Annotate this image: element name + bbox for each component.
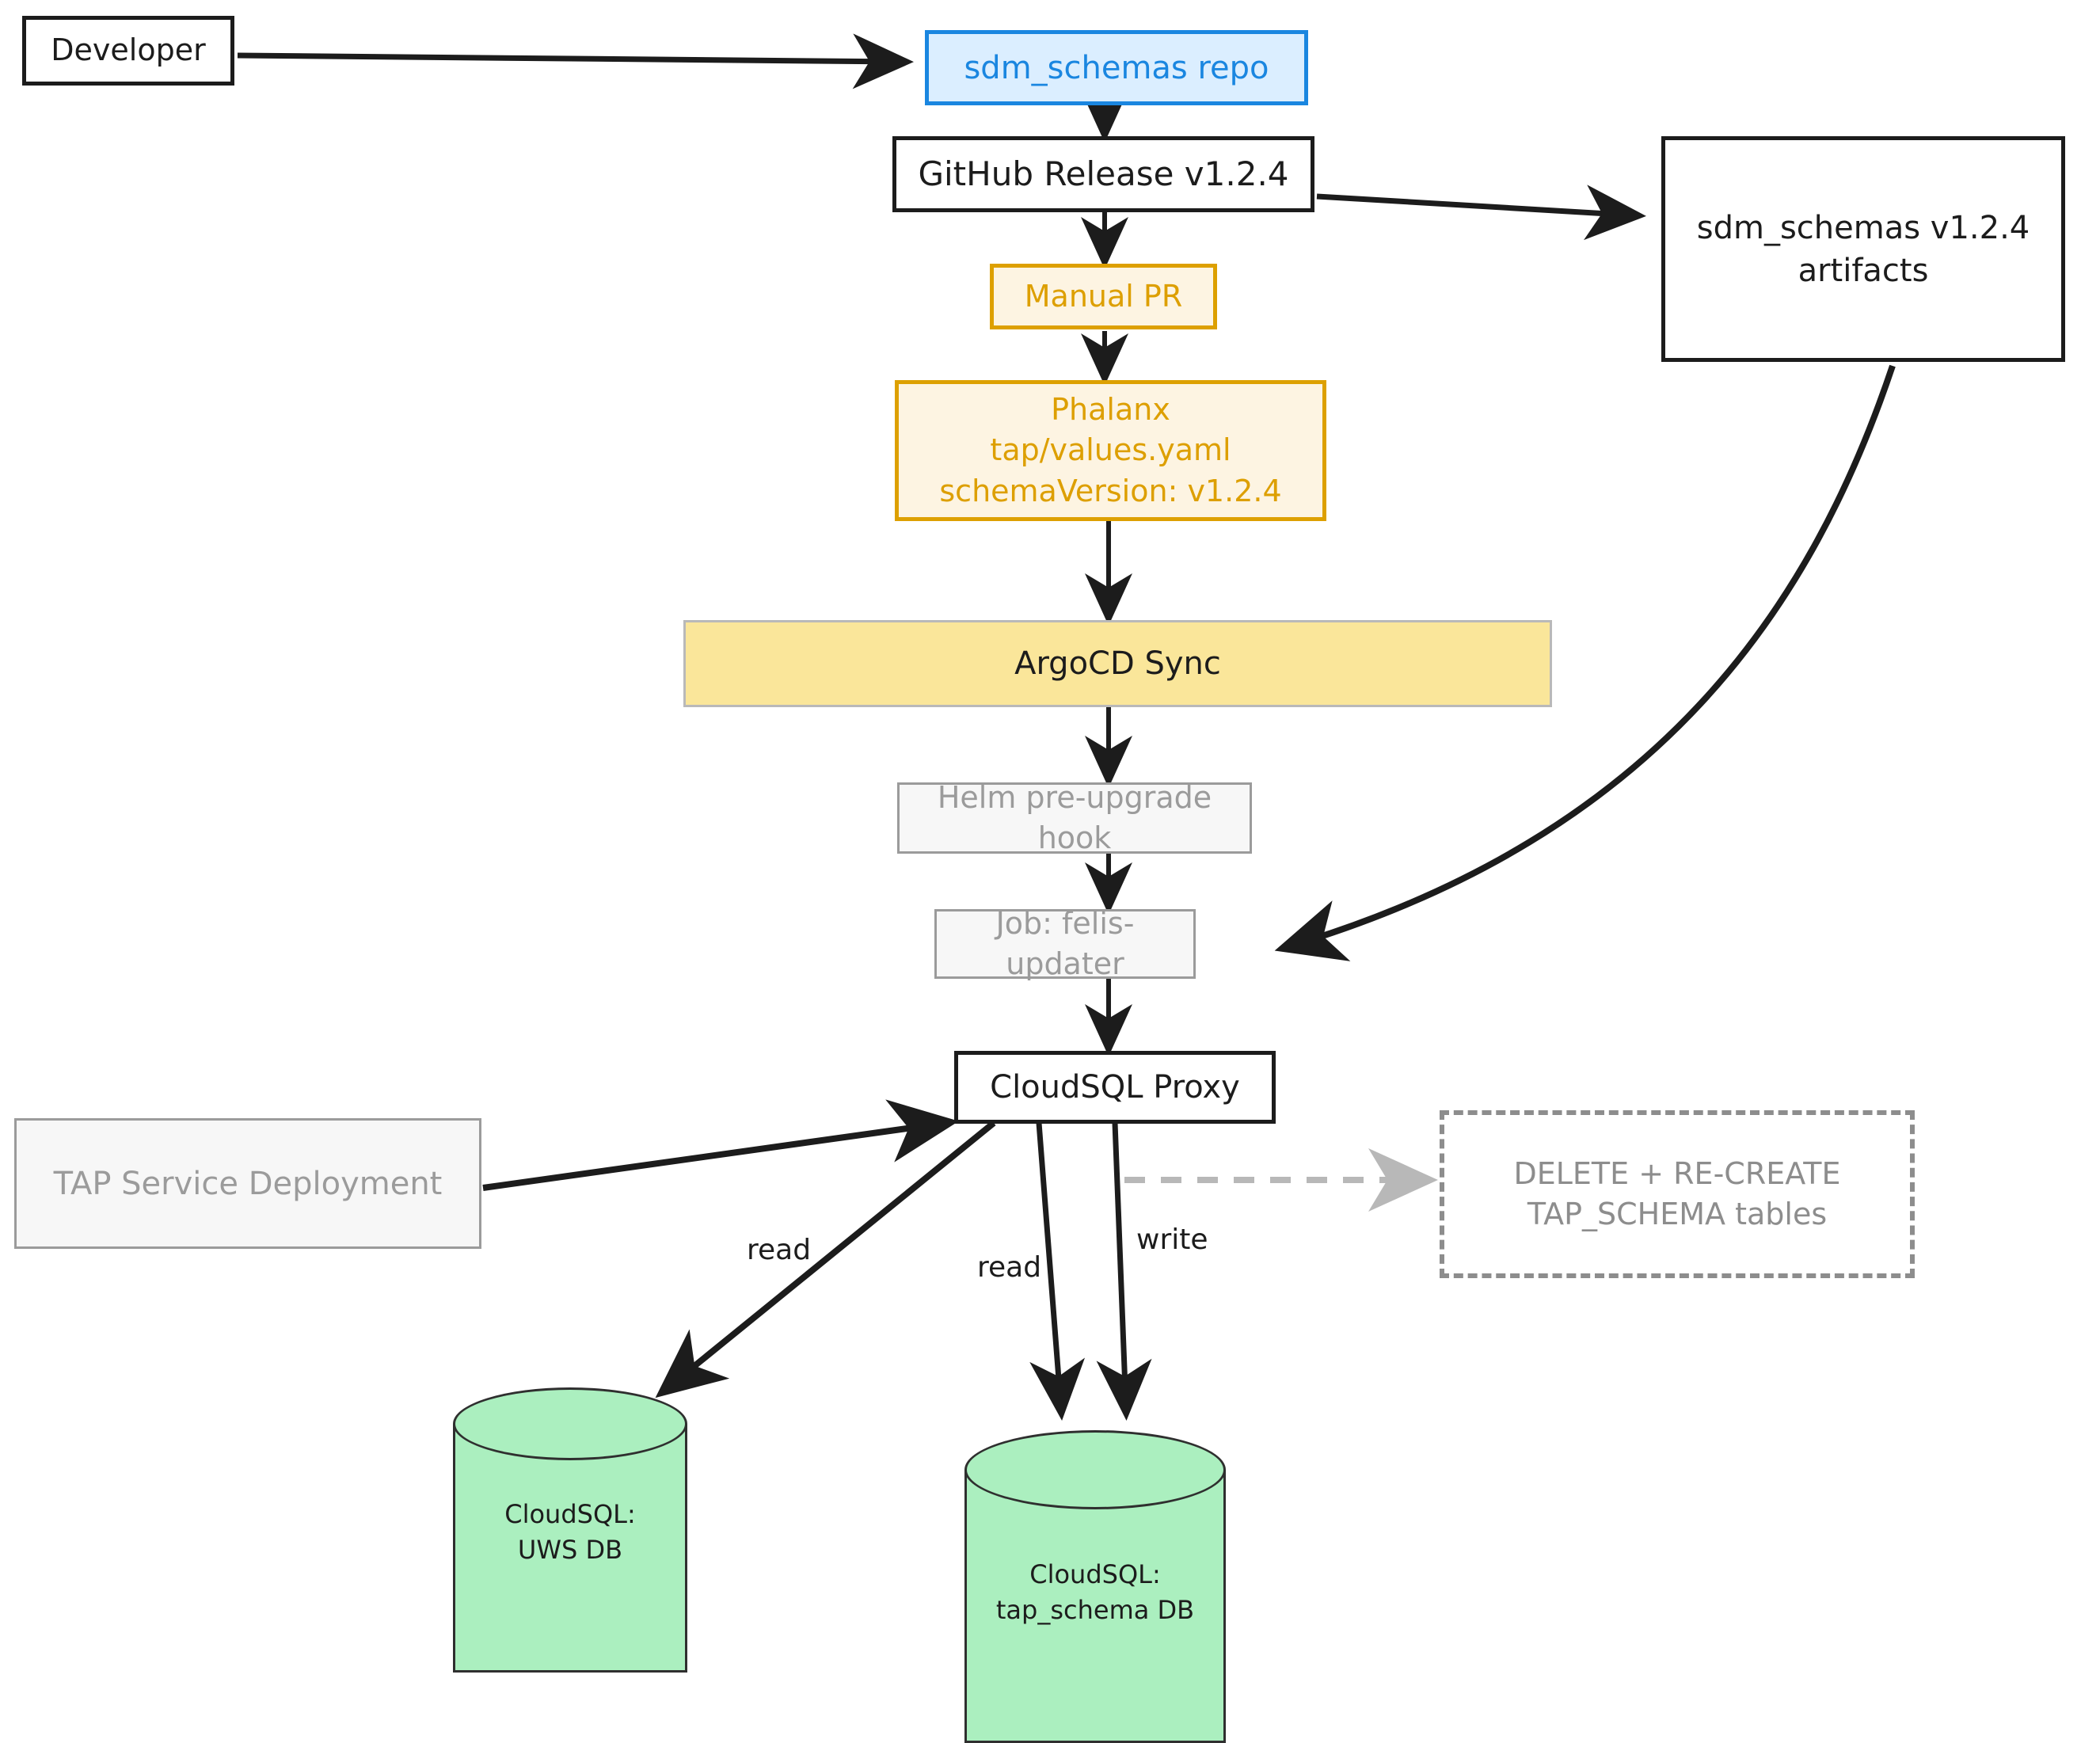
node-developer[interactable]: Developer (22, 16, 234, 86)
uws-db-body (453, 1424, 687, 1673)
node-sdm-schemas-artifacts[interactable]: sdm_schemas v1.2.4 artifacts (1661, 136, 2065, 362)
node-sdm-schemas-repo-label: sdm_schemas repo (964, 49, 1269, 86)
node-cloudsql-proxy-label: CloudSQL Proxy (990, 1069, 1240, 1106)
node-phalanx-values[interactable]: Phalanx tap/values.yaml schemaVersion: v… (895, 380, 1326, 521)
node-helm-pre-upgrade-hook[interactable]: Helm pre-upgrade hook (897, 780, 1252, 855)
node-delete-recreate-tapschema[interactable]: DELETE + RE-CREATE TAP_SCHEMA tables (1440, 1110, 1915, 1278)
edge-label-read-uws: read (747, 1234, 812, 1266)
node-cloudsql-uws-db[interactable]: CloudSQL: UWS DB (453, 1387, 687, 1673)
node-argocd-sync[interactable]: ArgoCD Sync (683, 620, 1552, 707)
node-cloudsql-tap-schema-db[interactable]: CloudSQL: tap_schema DB (964, 1430, 1226, 1743)
node-cloudsql-proxy[interactable]: CloudSQL Proxy (954, 1051, 1276, 1124)
node-helm-pre-upgrade-hook-label: Helm pre-upgrade hook (937, 779, 1212, 855)
node-sdm-schemas-repo[interactable]: sdm_schemas repo (925, 30, 1308, 105)
node-argocd-sync-label: ArgoCD Sync (1014, 645, 1221, 682)
node-job-felis-updater[interactable]: Job: felis-updater (934, 906, 1196, 981)
node-cloudsql-uws-db-label: CloudSQL: UWS DB (504, 1499, 636, 1565)
node-phalanx-values-label: Phalanx tap/values.yaml schemaVersion: v… (939, 392, 1282, 508)
edge-proxy-to-tapschema-read (1029, 1122, 1086, 1421)
edge-developer-to-repo (237, 33, 914, 89)
uws-db-top-ellipse (453, 1387, 687, 1460)
tap-schema-db-body (964, 1470, 1226, 1743)
tap-schema-db-top-ellipse (964, 1430, 1226, 1509)
edge-label-write-tap: write (1136, 1224, 1208, 1256)
node-cloudsql-tap-schema-db-label: CloudSQL: tap_schema DB (995, 1559, 1195, 1625)
node-tap-service-deployment-label: TAP Service Deployment (53, 1165, 443, 1202)
node-sdm-schemas-artifacts-label: sdm_schemas v1.2.4 artifacts (1696, 209, 2030, 289)
edge-tapservice-to-proxy (482, 1099, 959, 1191)
node-github-release-label: GitHub Release v1.2.4 (918, 154, 1289, 193)
node-github-release[interactable]: GitHub Release v1.2.4 (892, 136, 1314, 212)
node-manual-pr[interactable]: Manual PR (990, 264, 1217, 329)
edge-proxy-to-uwsdb (655, 1120, 996, 1399)
node-manual-pr-label: Manual PR (1024, 278, 1183, 314)
node-delete-recreate-tapschema-label: DELETE + RE-CREATE TAP_SCHEMA tables (1513, 1155, 1841, 1231)
node-developer-label: Developer (51, 32, 206, 68)
edge-label-read-tap: read (977, 1251, 1042, 1284)
node-job-felis-updater-label: Job: felis-updater (995, 905, 1135, 981)
node-tap-service-deployment[interactable]: TAP Service Deployment (14, 1118, 481, 1249)
edge-release-to-artifacts (1316, 185, 1646, 241)
edge-proxy-to-tapschema-write (1096, 1122, 1152, 1421)
